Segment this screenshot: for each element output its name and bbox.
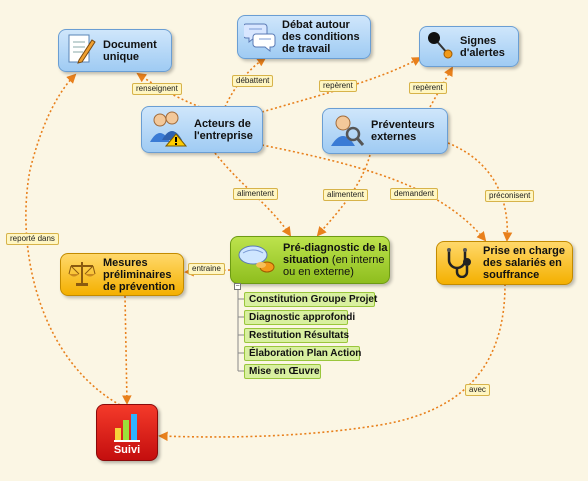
edge-mesures-suivi (122, 295, 132, 405)
subitem-elaboration[interactable]: Élaboration Plan Action (244, 346, 361, 361)
node-prise-en-charge[interactable]: Prise en charge des salariés en souffran… (436, 241, 573, 285)
edge-label-reporte: reporté dans (6, 233, 59, 245)
node-prediagnostic-title: Pré-diagnostic de la situation (283, 242, 388, 266)
node-acteurs-label: Acteurs de l'entreprise (194, 117, 253, 142)
node-mesures[interactable]: Mesures préliminaires de prévention (60, 253, 184, 296)
speech-bubbles-icon (242, 20, 276, 55)
globe-pill-icon (237, 241, 277, 280)
node-suivi[interactable]: Suivi (96, 404, 158, 461)
subitem-restitution[interactable]: Restitution Résultats (244, 328, 349, 343)
node-preventeurs-label: Préventeurs externes (371, 119, 435, 143)
edge-label-reperent-2: repèrent (409, 82, 447, 94)
edge-alimentent-preventeurs (316, 154, 371, 237)
edge-label-entraine: entraine (188, 263, 225, 275)
edge-debattent (224, 56, 267, 108)
edge-reporte (25, 73, 121, 406)
scales-icon (67, 258, 97, 291)
edge-label-reperent-1: repèrent (319, 80, 357, 92)
edge-preconisent (447, 142, 513, 242)
subitem-mise-en-oeuvre[interactable]: Mise en Œuvre (244, 364, 321, 379)
edge-label-preconisent: préconisent (485, 190, 535, 202)
node-document-unique[interactable]: Document unique (58, 29, 172, 72)
edge-alimentent-acteurs (214, 152, 292, 237)
edge-demandent (261, 144, 487, 242)
people-warning-icon (148, 108, 188, 151)
stethoscope-icon (443, 246, 477, 281)
alert-lever-icon (426, 30, 454, 63)
node-mesures-label: Mesures préliminaires de prévention (103, 256, 176, 293)
node-preventeurs[interactable]: Préventeurs externes (322, 108, 448, 154)
edge-label-alimentent-2: alimentent (323, 189, 368, 201)
edge-label-debattent: débattent (232, 75, 274, 87)
node-debat-label: Débat autour des conditions de travail (282, 19, 360, 55)
node-signes-label: Signes d'alertes (460, 34, 505, 59)
node-prediagnostic[interactable]: Pré-diagnostic de la situation (en inter… (230, 236, 390, 284)
subitem-constitution[interactable]: Constitution Groupe Projet (244, 292, 377, 307)
edge-reperent-preventeurs (429, 66, 453, 108)
bar-chart-icon (113, 410, 143, 445)
person-magnifier-icon (329, 112, 365, 151)
node-debat[interactable]: Débat autour des conditions de travail (237, 15, 371, 59)
edge-avec (158, 283, 506, 442)
edge-label-demandent: demandent (390, 188, 439, 200)
node-document-unique-label: Document unique (103, 38, 157, 63)
edge-label-avec: avec (465, 384, 490, 396)
node-prediagnostic-detail: (en interne ou en externe) (283, 254, 385, 278)
subitem-connector (237, 287, 244, 372)
node-suivi-label: Suivi (113, 444, 141, 456)
subitem-diagnostic[interactable]: Diagnostic approfondi (244, 310, 355, 325)
collapse-toggle[interactable]: − (234, 283, 241, 290)
node-prise-label: Prise en charge des salariés en souffran… (483, 245, 565, 281)
node-acteurs[interactable]: Acteurs de l'entreprise (141, 106, 263, 153)
edge-label-renseignent: renseignent (132, 83, 182, 95)
document-pen-icon (65, 32, 97, 69)
edge-label-alimentent-1: alimentent (233, 188, 278, 200)
node-signes-alertes[interactable]: Signes d'alertes (419, 26, 519, 67)
